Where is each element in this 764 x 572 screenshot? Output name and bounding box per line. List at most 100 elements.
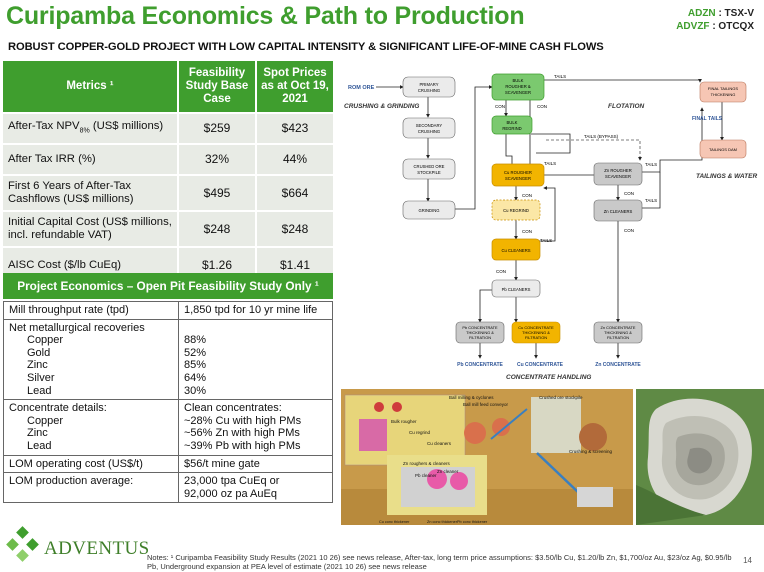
svg-text:SCAVENGER: SCAVENGER [605,174,631,179]
cu-concentrate-box: Cu CONCENTRATE THICKENING & FILTRATION [511,321,561,344]
spot-value: $664 [256,174,333,211]
zn-concentrate-product: Zn CONCENTRATE [595,362,641,368]
recovery-metal: Gold [27,346,51,359]
svg-text:STOCKPILE: STOCKPILE [417,170,441,175]
base-value: 32% [178,143,257,175]
flotation-label: FLOTATION [608,103,645,110]
svg-text:Pb CLEANERS: Pb CLEANERS [502,287,531,292]
flow-label-con: CON [522,193,532,198]
svg-text:Zn ROUGHER: Zn ROUGHER [604,168,631,173]
cu-regrind-box: Cu REGRIND [491,199,541,221]
grinding-box: GRINDING [402,200,456,220]
page-number: 14 [743,556,752,565]
pb-concentrate-box: Pb CONCENTRATE THICKENING & FILTRATION [455,321,505,344]
table-row: After Tax IRR (%) 32% 44% [3,143,333,175]
recoveries-label: Net metallurgical recoveries [9,321,145,334]
lom-prod-value: 92,000 oz pa AuEq [184,487,277,500]
svg-text:FILTRATION: FILTRATION [607,335,629,340]
lom-op-label: LOM operating cost (US$/t) [3,454,179,474]
svg-text:THICKENING: THICKENING [711,92,736,97]
open-pit-image [636,389,764,525]
tailings-water-label: TAILINGS & WATER [696,173,757,180]
bulk-regrind-box: BULK REGRIND [491,115,533,135]
lom-prod-value: 23,000 tpa CuEq or [184,475,280,488]
concentrate-label-cell: Concentrate details: Copper Zinc Lead [3,399,179,456]
plant-label-cu-regrind: Cu regrind [409,430,431,435]
table-row: Mill throughput rate (tpd) 1,850 tpd for… [3,301,333,320]
concentrate-head: Clean concentrates: [184,402,282,415]
page-title: Curipamba Economics & Path to Production [6,2,525,30]
svg-text:SECONDARY: SECONDARY [416,123,443,128]
flow-label-con: CON [522,229,532,234]
metrics-table: Metrics ¹ Feasibility Study Base Case Sp… [3,61,333,283]
flow-label-con: CON [496,269,506,274]
svg-text:FILTRATION: FILTRATION [469,335,491,340]
flow-label-tails: TAILS [645,162,657,167]
svg-text:FINAL TAILINGS: FINAL TAILINGS [708,86,738,91]
flow-label-con: CON [624,191,634,196]
recovery-metal: Copper [27,334,64,347]
concentrate-value: ~28% Cu with high PMs [184,414,302,427]
plant-label-cu-cleaners: Cu cleaners [427,441,452,446]
svg-text:Zn CLEANERS: Zn CLEANERS [604,209,633,214]
secondary-crushing-box: SECONDARY CRUSHING [402,117,456,139]
page-subtitle: ROBUST COPPER-GOLD PROJECT WITH LOW CAPI… [8,41,604,53]
flow-label-tails: TAILS [544,161,556,166]
base-value: $259 [178,112,257,144]
logo-mark-icon [6,526,39,562]
svg-text:THICKENING &: THICKENING & [604,330,632,335]
concentrate-value: ~56% Zn with high PMs [184,427,300,440]
process-flow-diagram: ROM ORE CRUSHING & GRINDING FLOTATION TA… [344,73,757,381]
recovery-value: 30% [184,384,207,397]
zn-rougher-box: Zn ROUGHER SCAVENGER [593,162,643,186]
plant-label-crushed-ore: Crushed ore stockpile [539,395,583,400]
svg-text:GRINDING: GRINDING [419,208,440,213]
cu-rougher-box: Cu ROUGHER SCAVENGER [491,163,545,187]
flow-label-tails-bypass: TAILS (BYPASS) [584,134,619,139]
metric-label: After-Tax NPV8% (US$ millions) [3,112,179,144]
plant-label-zn-roughers: Zn roughers & cleaners [403,461,451,466]
svg-text:Cu ROUGHER: Cu ROUGHER [504,170,532,175]
svg-text:THICKENING &: THICKENING & [466,330,494,335]
recovery-metal: Silver [27,371,55,384]
spot-value: 44% [256,143,333,175]
zn-cleaners-box: Zn CLEANERS [593,199,643,222]
plant-label-bulk-rougher: Bulk rougher [391,419,417,424]
flow-label-con: CON [495,104,505,109]
bulk-rougher-box: BULK ROUGHER & SCAVENGER [491,73,545,101]
flow-label-con: CON [537,104,547,109]
tailings-dam-box: TAILINGS DAM [699,139,747,159]
spot-value: $248 [256,210,333,247]
economics-heading: Project Economics – Open Pit Feasibility… [3,273,333,299]
spot-col-header: Spot Prices as at Oct 19, 2021 [256,61,333,113]
svg-text:TAILINGS DAM: TAILINGS DAM [709,147,737,152]
primary-crushing-box: PRIMARY CRUSHING [402,76,456,98]
ticker-1-value: : TSX-V [718,8,754,19]
table-row: Net metallurgical recoveries Copper Gold… [3,318,333,401]
table-row: After-Tax NPV8% (US$ millions) $259 $423 [3,112,333,144]
spot-value: $423 [256,112,333,144]
ticker-2-value: : OTCQX [712,21,754,32]
table-row: LOM operating cost (US$/t) $56/t mine ga… [3,454,333,474]
base-value: $248 [178,210,257,247]
svg-text:BULK: BULK [513,78,524,83]
concentrate-handling-label: CONCENTRATE HANDLING [506,374,591,381]
metrics-header-row: Metrics ¹ Feasibility Study Base Case Sp… [3,61,333,113]
svg-text:FILTRATION: FILTRATION [525,335,547,340]
plant-label-zn-thickener: Zn conc thickener [427,520,458,524]
plant-label-crushing: Crushing & screening [569,449,613,454]
table-row: Initial Capital Cost (US$ millions, incl… [3,210,333,247]
recoveries-value-cell: 88% 52% 85% 64% 30% [178,318,333,401]
metric-label: Initial Capital Cost (US$ millions, incl… [3,210,179,247]
table-row: LOM production average: 23,000 tpa CuEq … [3,472,333,504]
concentrate-value: ~39% Pb with high PMs [184,439,301,452]
svg-text:Cu CLEANERS: Cu CLEANERS [501,248,530,253]
crushed-ore-box: CRUSHED ORE STOCKPILE [402,158,456,180]
base-case-col-header: Feasibility Study Base Case [178,61,257,113]
mill-value: 1,850 tpd for 10 yr mine life [178,301,333,320]
crushing-grinding-label: CRUSHING & GRINDING [344,103,419,110]
svg-text:CRUSHED ORE: CRUSHED ORE [414,164,445,169]
flow-label-tails: TAILS [645,198,657,203]
lom-prod-value-cell: 23,000 tpa CuEq or 92,000 oz pa AuEq [178,472,333,504]
adventus-logo: ADVENTUS [4,526,149,566]
